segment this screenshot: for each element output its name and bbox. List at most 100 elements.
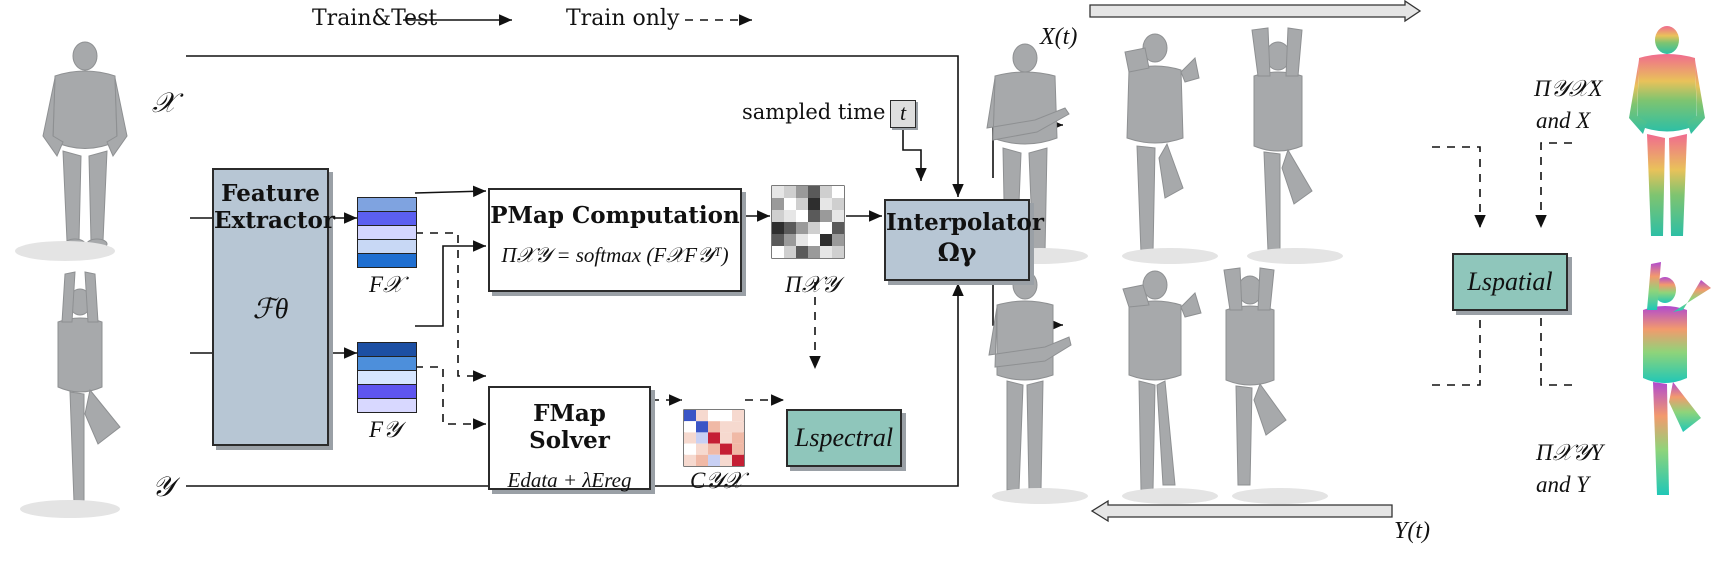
- fmap-title: FMap Solver: [529, 400, 610, 454]
- pmap-formula: Π𝒳𝒴 = softmax (F𝒳F𝒴ᵀ): [501, 243, 729, 267]
- interpolator-title: Interpolator: [886, 209, 1045, 236]
- fmap-matrix-cell: [708, 410, 720, 422]
- input-shape-x: [42, 41, 128, 250]
- pmap-matrix-cell: [808, 246, 820, 258]
- fmap-matrix-cell: [732, 432, 744, 444]
- xref-to-spatial-dashed: [1535, 142, 1572, 228]
- fx-feature-cell: [358, 198, 416, 211]
- pmap-matrix-cell: [820, 210, 832, 222]
- legend-dashed-label: Train only: [566, 6, 680, 31]
- feature-extractor-title-2: Extractor: [214, 207, 335, 234]
- fmap-matrix-cell: [720, 421, 732, 433]
- fx-feature-cell: [358, 239, 416, 253]
- pmap-matrix: [771, 185, 845, 259]
- fmap-matrix-cell: [720, 432, 732, 444]
- fx-feature-stack: [357, 197, 417, 268]
- fmap-matrix: [683, 409, 745, 467]
- spectral-loss-label: Lspectral: [794, 423, 894, 452]
- fmap-matrix-cell: [684, 410, 696, 422]
- pmap-matrix-cell: [820, 234, 832, 246]
- fy-feature-cell: [358, 343, 416, 356]
- bottom-right-caption-1: Π𝒳𝒴Y: [1536, 440, 1604, 465]
- fmap-matrix-cell: [720, 410, 732, 422]
- fmap-matrix-cell: [708, 421, 720, 433]
- interp-y-shape-1: [988, 270, 1072, 491]
- xt-label: X(t): [1040, 24, 1078, 50]
- fmap-matrix-cell: [708, 454, 720, 466]
- pmap-matrix-cell: [796, 234, 808, 246]
- pmap-matrix-cell: [784, 246, 796, 258]
- x-bypass-line: [186, 55, 964, 197]
- pmap-matrix-cell: [796, 198, 808, 210]
- fmap-matrix-cell: [684, 432, 696, 444]
- pmap-matrix-cell: [832, 198, 844, 210]
- yref-to-spatial-dashed: [1535, 286, 1572, 386]
- fx-to-fmap-dashed: [415, 232, 486, 382]
- yt-to-spatial-dashed: [1432, 286, 1486, 386]
- pmap-matrix-cell: [784, 222, 796, 234]
- colored-shape-y: [1643, 262, 1711, 495]
- spatial-loss-label: Lspatial: [1467, 267, 1553, 296]
- interpolator-box: Interpolator Ωγ: [884, 199, 1045, 281]
- fmap-matrix-cell: [708, 432, 720, 444]
- fmap-matrix-cell: [696, 410, 708, 422]
- fy-feature-cell: [358, 398, 416, 412]
- fy-feature-cell: [358, 356, 416, 370]
- pmap-matrix-cell: [772, 210, 784, 222]
- feature-extractor-symbol: ℱθ: [252, 294, 289, 325]
- bottom-right-caption-2: and Y: [1536, 472, 1590, 497]
- pmap-matrix-cell: [772, 186, 784, 198]
- fx-label: F𝒳: [369, 272, 403, 297]
- pmap-matrix-cell: [784, 186, 796, 198]
- xt-to-spatial-dashed: [1432, 146, 1486, 228]
- pmap-matrix-cell: [832, 222, 844, 234]
- pmap-matrix-cell: [772, 234, 784, 246]
- fmap-matrix-cell: [732, 443, 744, 455]
- fmap-matrix-cell: [696, 443, 708, 455]
- fmap-matrix-cell: [696, 454, 708, 466]
- pmap-matrix-cell: [808, 198, 820, 210]
- fmap-solver-box: FMap Solver Edata + λEreg: [488, 386, 651, 492]
- fy-label: F𝒴: [369, 417, 402, 442]
- pmap-matrix-cell: [772, 198, 784, 210]
- sampled-time-label: sampled time: [742, 100, 886, 124]
- pmap-matrix-cell: [832, 234, 844, 246]
- fy-to-fmap-dashed: [415, 366, 486, 430]
- pmap-matrix-cell: [808, 210, 820, 222]
- fx-feature-cell: [358, 253, 416, 267]
- pmap-title: PMap Computation: [490, 202, 740, 229]
- interpolator-symbol: Ωγ: [937, 238, 977, 267]
- fmap-matrix-cell: [684, 443, 696, 455]
- fx-feature-cell: [358, 225, 416, 239]
- fmap-matrix-cell: [720, 454, 732, 466]
- fy-feature-cell: [358, 384, 416, 398]
- pmap-computation-box: PMap Computation Π𝒳𝒴 = softmax (F𝒳F𝒴ᵀ): [488, 188, 742, 292]
- pmap-matrix-cell: [784, 234, 796, 246]
- pmap-matrix-cell: [784, 210, 796, 222]
- pmap-matrix-cell: [772, 222, 784, 234]
- fy-to-pmap-line: [415, 240, 486, 327]
- pmap-matrix-cell: [808, 186, 820, 198]
- time-backward-arrow: [1090, 499, 1393, 523]
- pmap-matrix-cell: [808, 234, 820, 246]
- interp-y-shape-3: [1223, 267, 1287, 486]
- pmap-matrix-cell: [784, 198, 796, 210]
- interp-x-shape-3: [1251, 27, 1313, 252]
- legend-solid-label: Train&Test: [312, 6, 438, 31]
- pmap-matrix-cell: [796, 186, 808, 198]
- feature-extractor-title-1: Feature: [221, 180, 320, 207]
- fmap-matrix-cell: [696, 432, 708, 444]
- interp-x-shape-2: [1124, 33, 1200, 254]
- pmap-matrix-cell: [820, 246, 832, 258]
- pmap-matrix-cell: [796, 222, 808, 234]
- fmap-formula: Edata + λEreg: [507, 468, 632, 492]
- pmap-matrix-cell: [808, 222, 820, 234]
- input-shape-y: [57, 271, 121, 513]
- fmap-matrix-cell: [732, 454, 744, 466]
- y-bypass-line: [186, 283, 964, 487]
- time-forward-arrow: [1089, 0, 1422, 23]
- pmap-matrix-cell: [820, 186, 832, 198]
- fx-to-pmap-line: [414, 185, 487, 198]
- feature-extractor-box: Feature Extractor ℱθ: [212, 168, 335, 446]
